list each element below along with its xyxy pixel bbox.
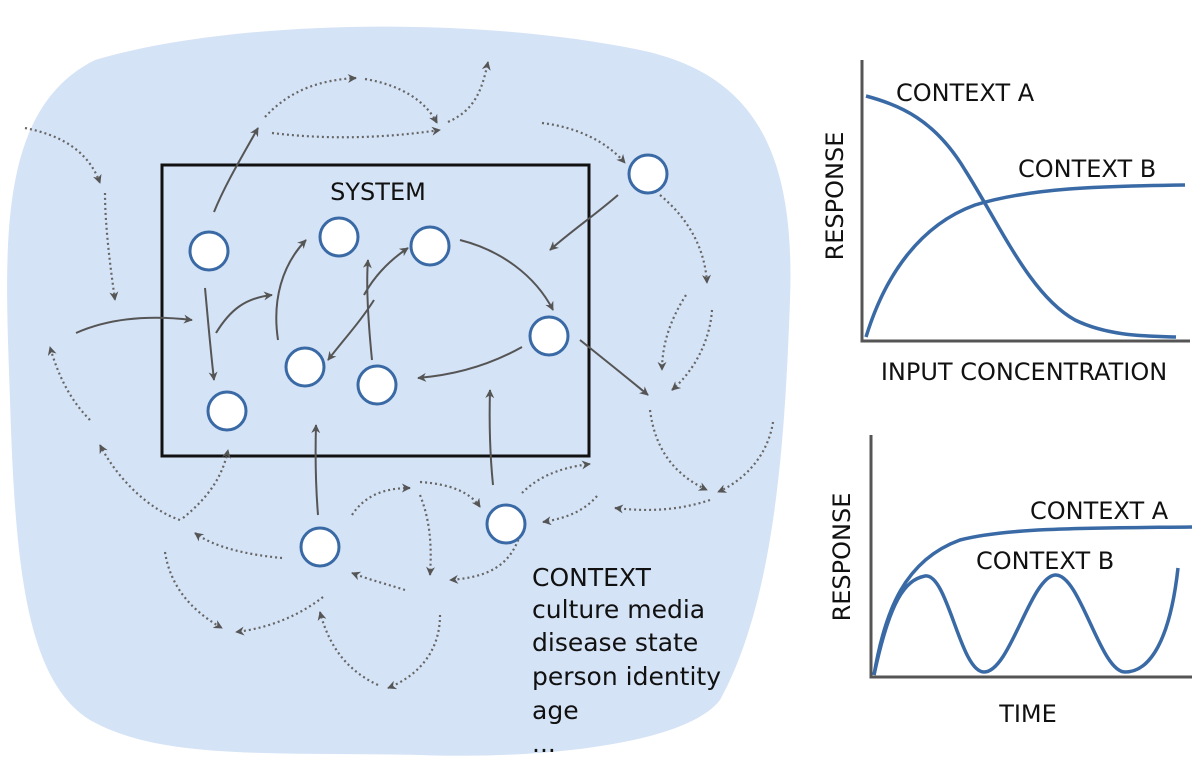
chart-top-ylabel: RESPONSE xyxy=(821,132,849,261)
context-item: age xyxy=(532,696,579,725)
context-item: culture media xyxy=(532,595,705,624)
context-list: CONTEXT culture media disease state pers… xyxy=(532,563,721,758)
chart-top-series-b-label: CONTEXT B xyxy=(1018,155,1156,183)
context-region xyxy=(7,26,791,756)
node xyxy=(206,390,248,432)
node xyxy=(485,503,527,545)
curve-context-b xyxy=(872,567,1180,676)
curve-context-a xyxy=(865,94,1177,339)
context-item: person identity xyxy=(532,662,721,691)
chart-bottom-series-b-label: CONTEXT B xyxy=(976,547,1114,575)
context-item: disease state xyxy=(532,628,698,657)
node xyxy=(299,526,341,568)
chart-top-xlabel: INPUT CONCENTRATION xyxy=(881,358,1167,386)
system-label: SYSTEM xyxy=(330,178,426,206)
context-nodes xyxy=(299,153,669,568)
context-heading: CONTEXT xyxy=(532,563,652,592)
node xyxy=(284,346,326,388)
node xyxy=(409,225,451,267)
dotted-arrows xyxy=(24,61,775,690)
chart-top-series-a-label: CONTEXT A xyxy=(896,79,1035,107)
context-item: ... xyxy=(532,729,556,758)
node xyxy=(318,216,360,258)
chart-top: CONTEXT A CONTEXT B INPUT CONCENTRATION … xyxy=(821,60,1190,386)
chart-bottom-ylabel: RESPONSE xyxy=(828,493,856,622)
system-nodes xyxy=(188,216,570,432)
solid-arrows xyxy=(75,127,649,516)
chart-bottom: CONTEXT A CONTEXT B TIME RESPONSE xyxy=(828,435,1193,728)
chart-bottom-series-a-label: CONTEXT A xyxy=(1030,497,1169,525)
node xyxy=(188,230,230,272)
node xyxy=(627,153,669,195)
node xyxy=(356,364,398,406)
node xyxy=(528,315,570,357)
curve-context-b xyxy=(864,183,1186,338)
system-box xyxy=(160,163,591,458)
chart-bottom-xlabel: TIME xyxy=(998,700,1057,728)
